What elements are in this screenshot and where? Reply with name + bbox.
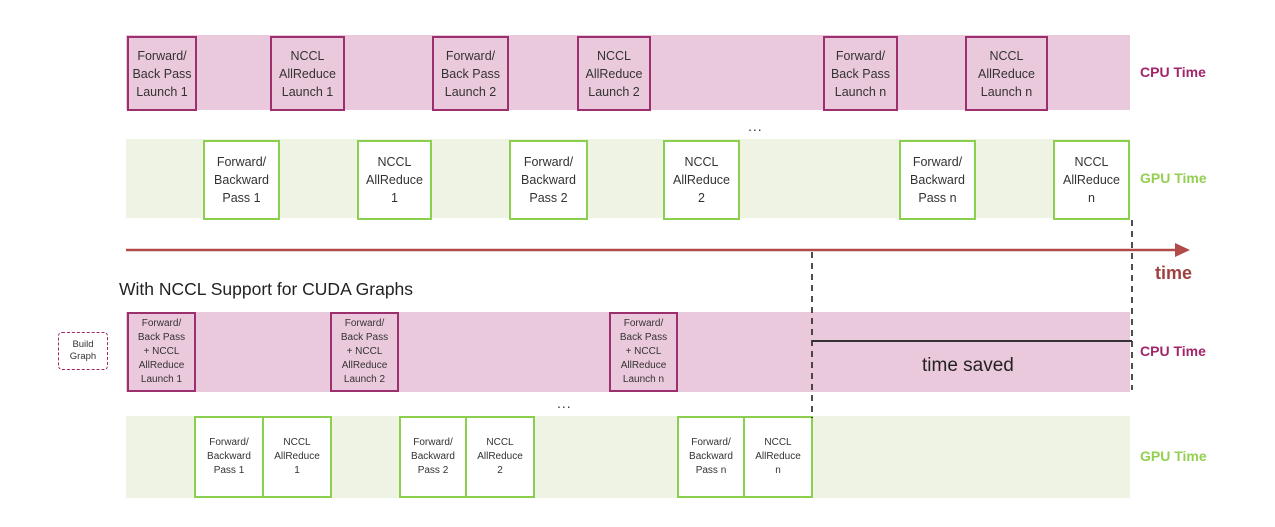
top-gpu-box-nccl-2: NCCL AllReduce 2 xyxy=(663,140,740,220)
top-gpu-box-fwd-pass-1: Forward/ Backward Pass 1 xyxy=(203,140,280,220)
bottom-gpu-box-fwd-pass-2: Forward/ Backward Pass 2 xyxy=(399,416,467,498)
bottom-gpu-box-nccl-2: NCCL AllReduce 2 xyxy=(465,416,535,498)
bottom-cpu-box-launch-2: Forward/ Back Pass + NCCL AllReduce Laun… xyxy=(330,312,399,392)
top-gpu-time-label: GPU Time xyxy=(1140,170,1207,186)
bottom-gpu-box-fwd-pass-1: Forward/ Backward Pass 1 xyxy=(194,416,264,498)
top-cpu-time-label: CPU Time xyxy=(1140,64,1206,80)
top-gpu-box-nccl-1: NCCL AllReduce 1 xyxy=(357,140,432,220)
bottom-gpu-box-fwd-pass-n: Forward/ Backward Pass n xyxy=(677,416,745,498)
top-gpu-box-fwd-pass-2: Forward/ Backward Pass 2 xyxy=(509,140,588,220)
top-cpu-box-fwd-launch-2: Forward/ Back Pass Launch 2 xyxy=(432,36,509,111)
time-saved-label: time saved xyxy=(922,355,1014,376)
top-gpu-box-fwd-pass-n: Forward/ Backward Pass n xyxy=(899,140,976,220)
bottom-cpu-box-launch-n: Forward/ Back Pass + NCCL AllReduce Laun… xyxy=(609,312,678,392)
top-gpu-box-nccl-n: NCCL AllReduce n xyxy=(1053,140,1130,220)
top-cpu-box-nccl-launch-n: NCCL AllReduce Launch n xyxy=(965,36,1048,111)
bottom-ellipsis: ... xyxy=(557,395,572,411)
timeline-arrow-head xyxy=(1175,243,1190,257)
top-cpu-box-nccl-launch-2: NCCL AllReduce Launch 2 xyxy=(577,36,651,111)
bottom-gpu-box-nccl-n: NCCL AllReduce n xyxy=(743,416,813,498)
timeline-time-label: time xyxy=(1155,263,1193,283)
build-graph-box: Build Graph xyxy=(58,332,108,370)
top-ellipsis: ... xyxy=(748,118,763,134)
bottom-cpu-time-label: CPU Time xyxy=(1140,343,1206,359)
bottom-gpu-box-nccl-1: NCCL AllReduce 1 xyxy=(262,416,332,498)
top-cpu-box-nccl-launch-1: NCCL AllReduce Launch 1 xyxy=(270,36,345,111)
top-cpu-box-fwd-launch-1: Forward/ Back Pass Launch 1 xyxy=(127,36,197,111)
top-cpu-box-fwd-launch-n: Forward/ Back Pass Launch n xyxy=(823,36,898,111)
bottom-heading: With NCCL Support for CUDA Graphs xyxy=(119,279,414,299)
bottom-gpu-time-label: GPU Time xyxy=(1140,448,1207,464)
bottom-cpu-box-launch-1: Forward/ Back Pass + NCCL AllReduce Laun… xyxy=(127,312,196,392)
